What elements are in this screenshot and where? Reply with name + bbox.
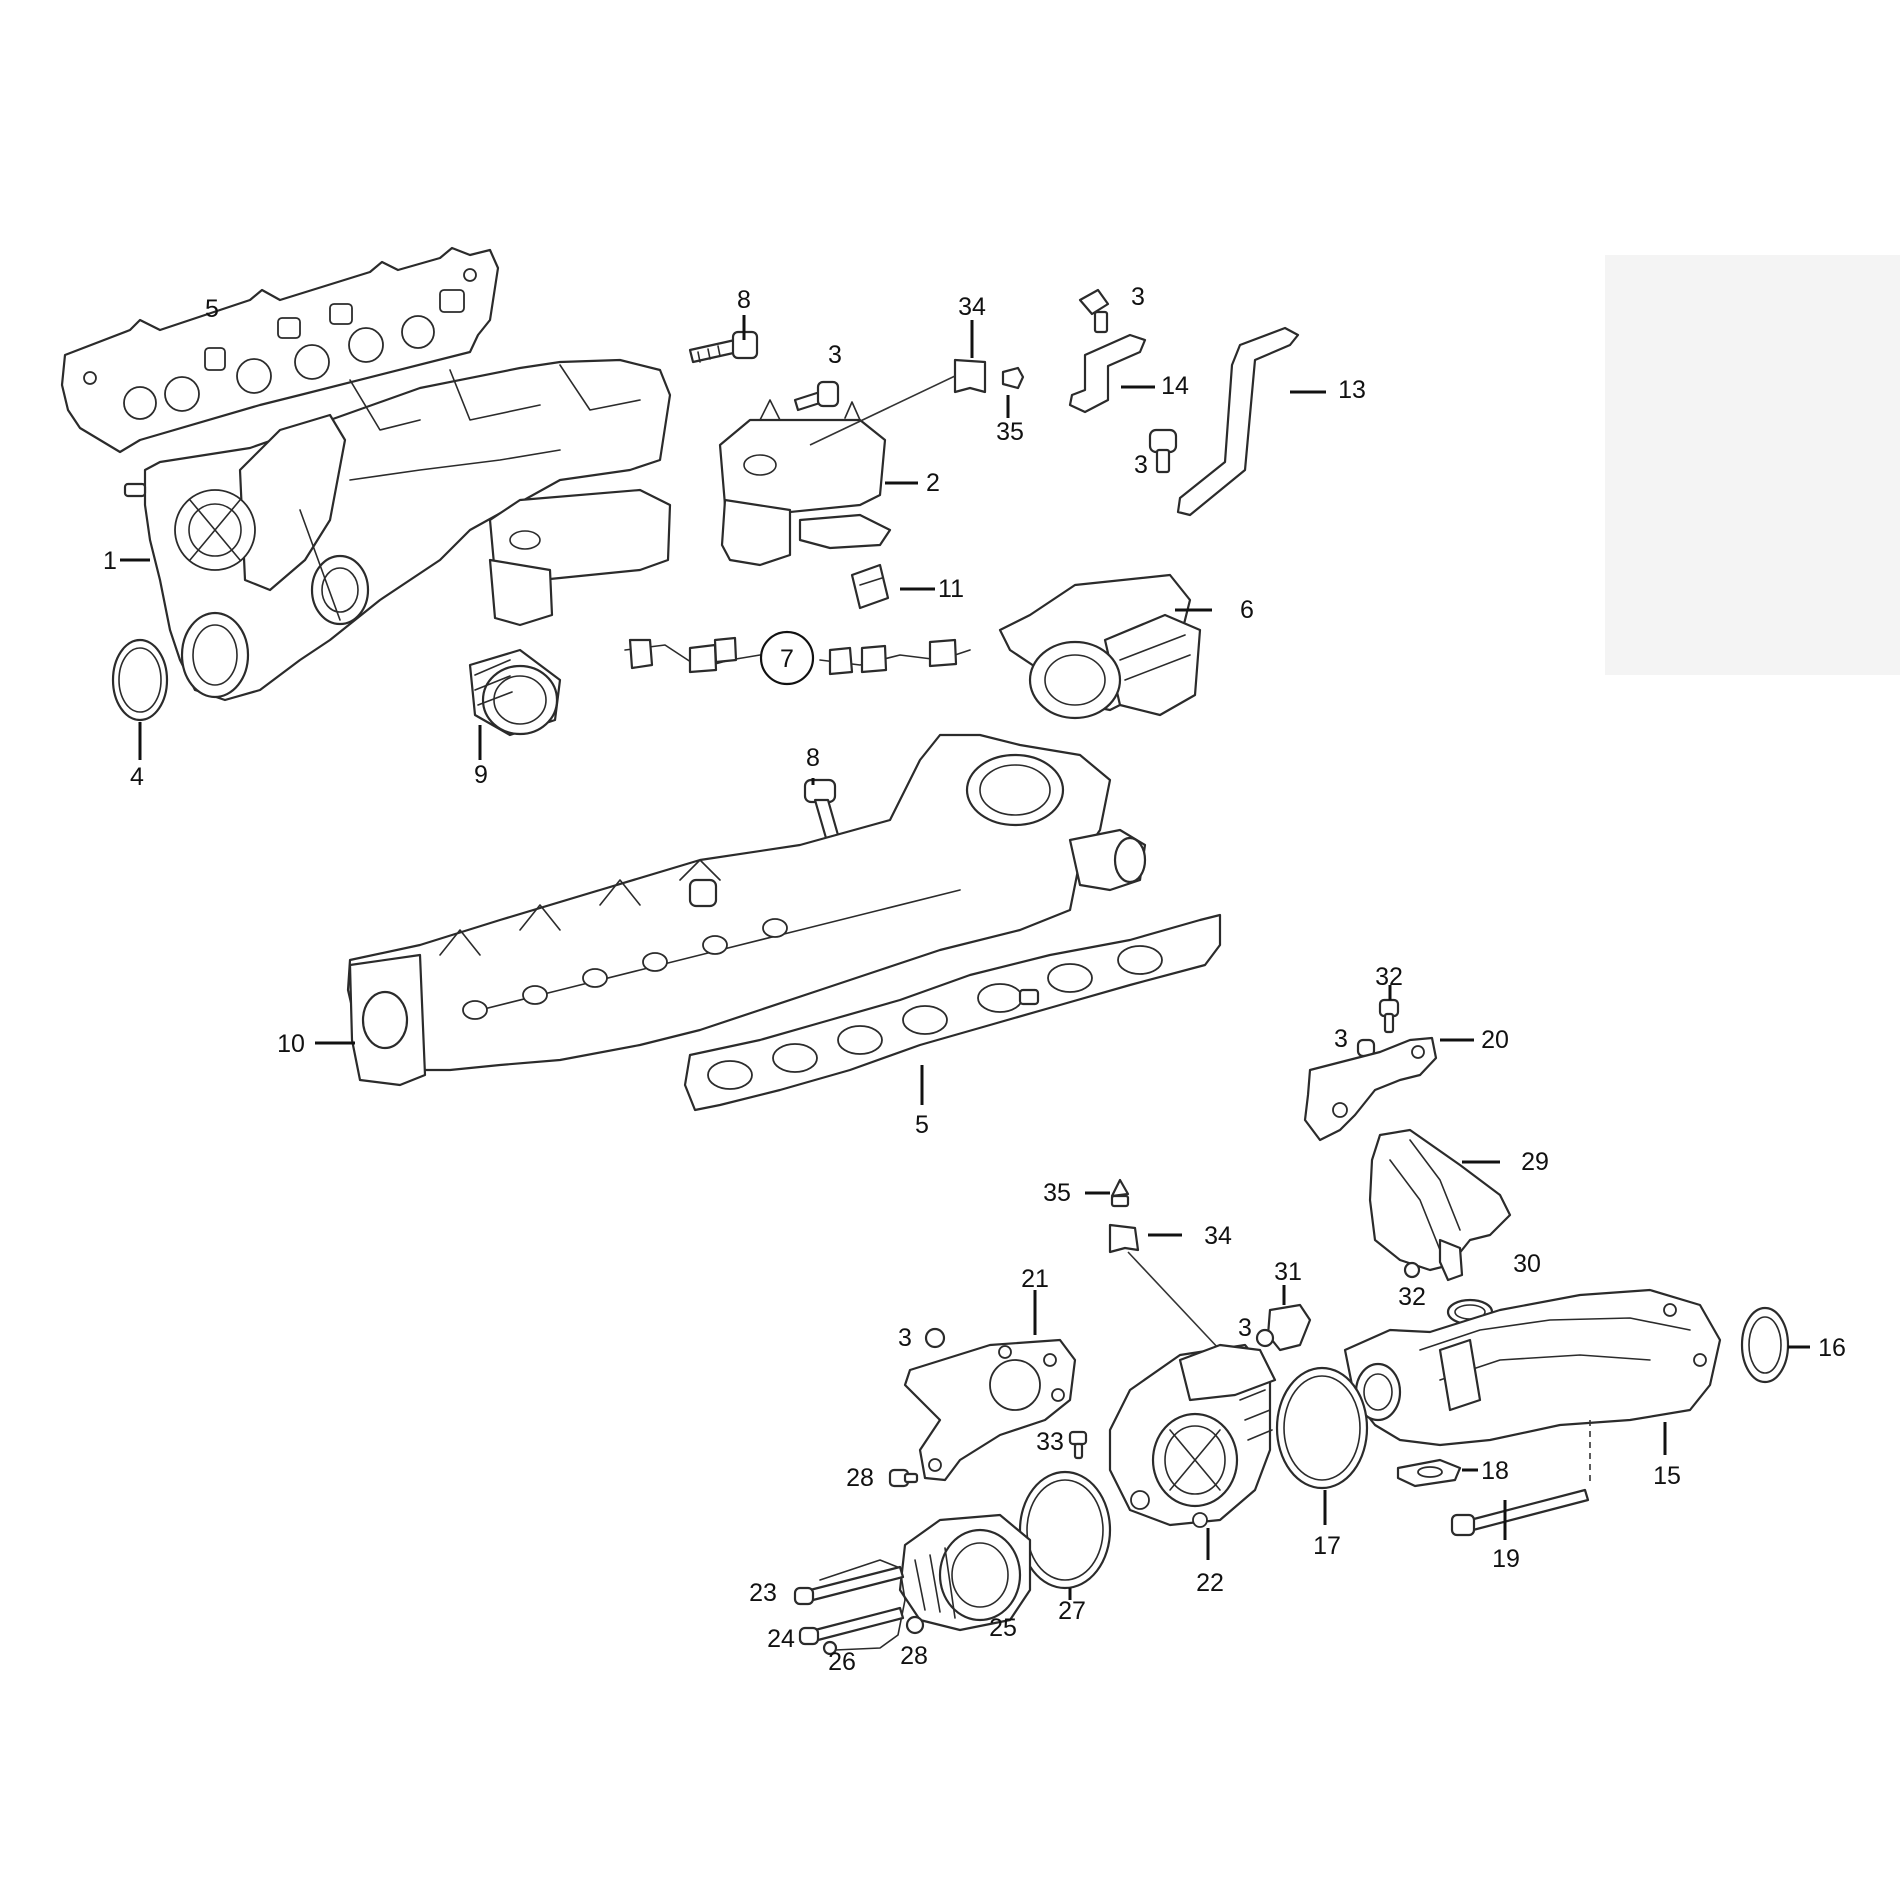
callout-24: 24 xyxy=(767,1625,795,1653)
part-7-wiring-harness xyxy=(624,636,971,676)
callout-34-upper: 34 xyxy=(958,293,986,321)
callout-29: 29 xyxy=(1521,1148,1549,1176)
callout-19: 19 xyxy=(1492,1545,1520,1573)
part-33-bolt xyxy=(1068,1430,1088,1460)
part-8-bolt-upper xyxy=(688,330,759,364)
callout-9: 9 xyxy=(474,761,488,789)
leader-34-to-22 xyxy=(1127,1251,1221,1351)
part-3-bolt-e xyxy=(1255,1328,1275,1348)
callout-22: 22 xyxy=(1196,1569,1224,1597)
part-20-bracket xyxy=(1303,1036,1438,1142)
part-9-hose xyxy=(468,648,562,737)
callout-28-lower: 28 xyxy=(900,1642,928,1670)
callout-1: 1 xyxy=(103,547,117,575)
callout-8-middle: 8 xyxy=(806,744,820,772)
callout-23: 23 xyxy=(749,1579,777,1607)
callout-13: 13 xyxy=(1338,376,1366,404)
part-3-bolt-f xyxy=(924,1327,946,1349)
callout-18: 18 xyxy=(1481,1457,1509,1485)
part-21-plate-bracket xyxy=(903,1338,1077,1482)
part-28-bolt-lower xyxy=(905,1615,925,1635)
callout-35-lower: 35 xyxy=(1043,1179,1071,1207)
part-16-seal-ring xyxy=(1740,1306,1790,1384)
callout-27: 27 xyxy=(1058,1597,1086,1625)
callout-3-near-31: 3 xyxy=(1238,1314,1252,1342)
callout-5-lower: 5 xyxy=(915,1111,929,1139)
part-5-lower-gasket xyxy=(683,913,1222,1112)
part-3-bolt-c xyxy=(1148,428,1178,474)
part-17-gasket-ring xyxy=(1275,1366,1369,1490)
part-24-bolt xyxy=(798,1606,905,1646)
part-22-throttle-body xyxy=(1108,1343,1277,1528)
callout-15: 15 xyxy=(1653,1462,1681,1490)
part-1-intake-manifold xyxy=(123,358,672,702)
part-11-sensor xyxy=(850,563,890,610)
callout-33: 33 xyxy=(1036,1428,1064,1456)
part-26-wire-clamp xyxy=(819,1559,906,1656)
callout-21: 21 xyxy=(1021,1265,1049,1293)
callout-34-lower: 34 xyxy=(1204,1222,1232,1250)
part-2b-flap-actuator-secondary xyxy=(488,488,672,627)
part-18-gasket xyxy=(1396,1458,1462,1488)
callout-32-upper: 32 xyxy=(1375,963,1403,991)
part-27-gasket-ring xyxy=(1018,1470,1112,1590)
part-13-long-bracket xyxy=(1176,326,1300,517)
leader-lines xyxy=(120,315,1810,1600)
callout-11: 11 xyxy=(938,575,964,603)
part-31-clip xyxy=(1266,1303,1312,1352)
callout-14: 14 xyxy=(1161,372,1189,400)
part-8-bolt-middle xyxy=(803,778,840,840)
background-panel xyxy=(1605,255,1900,675)
callout-25: 25 xyxy=(989,1614,1017,1642)
part-4-o-ring xyxy=(111,638,169,722)
part-35-clip-upper xyxy=(1001,366,1025,390)
callout-5-upper: 5 xyxy=(205,295,219,323)
callout-17: 17 xyxy=(1313,1532,1341,1560)
callout-35-upper: 35 xyxy=(996,418,1024,446)
callout-16: 16 xyxy=(1818,1334,1846,1362)
callout-32-lower: 32 xyxy=(1398,1283,1426,1311)
callout-30: 30 xyxy=(1513,1250,1541,1278)
callout-28-upper: 28 xyxy=(846,1464,874,1492)
callout-3-upper-mid: 3 xyxy=(828,341,842,369)
part-32-bolt-upper xyxy=(1378,998,1400,1034)
part-6-throttle-housing xyxy=(998,573,1202,720)
callout-31: 31 xyxy=(1274,1258,1302,1286)
part-3-bolt-a xyxy=(793,380,840,412)
callout-3-near-20: 3 xyxy=(1334,1025,1348,1053)
callouts: 5 8 34 3 14 13 35 3 2 3 1 11 6 7 4 9 8 1… xyxy=(103,283,1846,1676)
callout-3-top: 3 xyxy=(1131,283,1145,311)
callout-3-middle: 3 xyxy=(1134,451,1148,479)
callout-26: 26 xyxy=(828,1648,856,1676)
part-3-bolt-b xyxy=(1078,288,1110,334)
part-5-upper-gasket xyxy=(60,246,500,454)
part-34-connector-lower xyxy=(1108,1223,1140,1254)
leader-34-to-2 xyxy=(809,375,956,446)
part-19-long-bolt xyxy=(1450,1488,1590,1537)
callout-10: 10 xyxy=(277,1030,305,1058)
callout-6: 6 xyxy=(1240,596,1254,624)
part-2-flap-actuator xyxy=(718,399,892,567)
part-15-egr-cooler xyxy=(1343,1288,1722,1485)
callout-circle-7 xyxy=(759,630,815,686)
part-32-bolt-lower xyxy=(1403,1261,1421,1279)
part-14-bracket xyxy=(1068,333,1147,414)
callout-8-upper: 8 xyxy=(737,286,751,314)
callout-7: 7 xyxy=(780,645,794,673)
callout-3-near-21: 3 xyxy=(898,1324,912,1352)
part-23-bolt xyxy=(793,1565,905,1606)
callout-20: 20 xyxy=(1481,1026,1509,1054)
part-28-bolt-upper xyxy=(888,1468,919,1488)
part-35-clip-lower xyxy=(1110,1178,1130,1208)
callout-4: 4 xyxy=(130,763,144,791)
part-34-connector-upper xyxy=(953,358,987,394)
part-25-adapter-housing xyxy=(898,1513,1032,1632)
callout-2: 2 xyxy=(926,469,940,497)
part-29-heat-shield xyxy=(1368,1128,1512,1282)
part-10-lower-manifold xyxy=(346,733,1147,1087)
